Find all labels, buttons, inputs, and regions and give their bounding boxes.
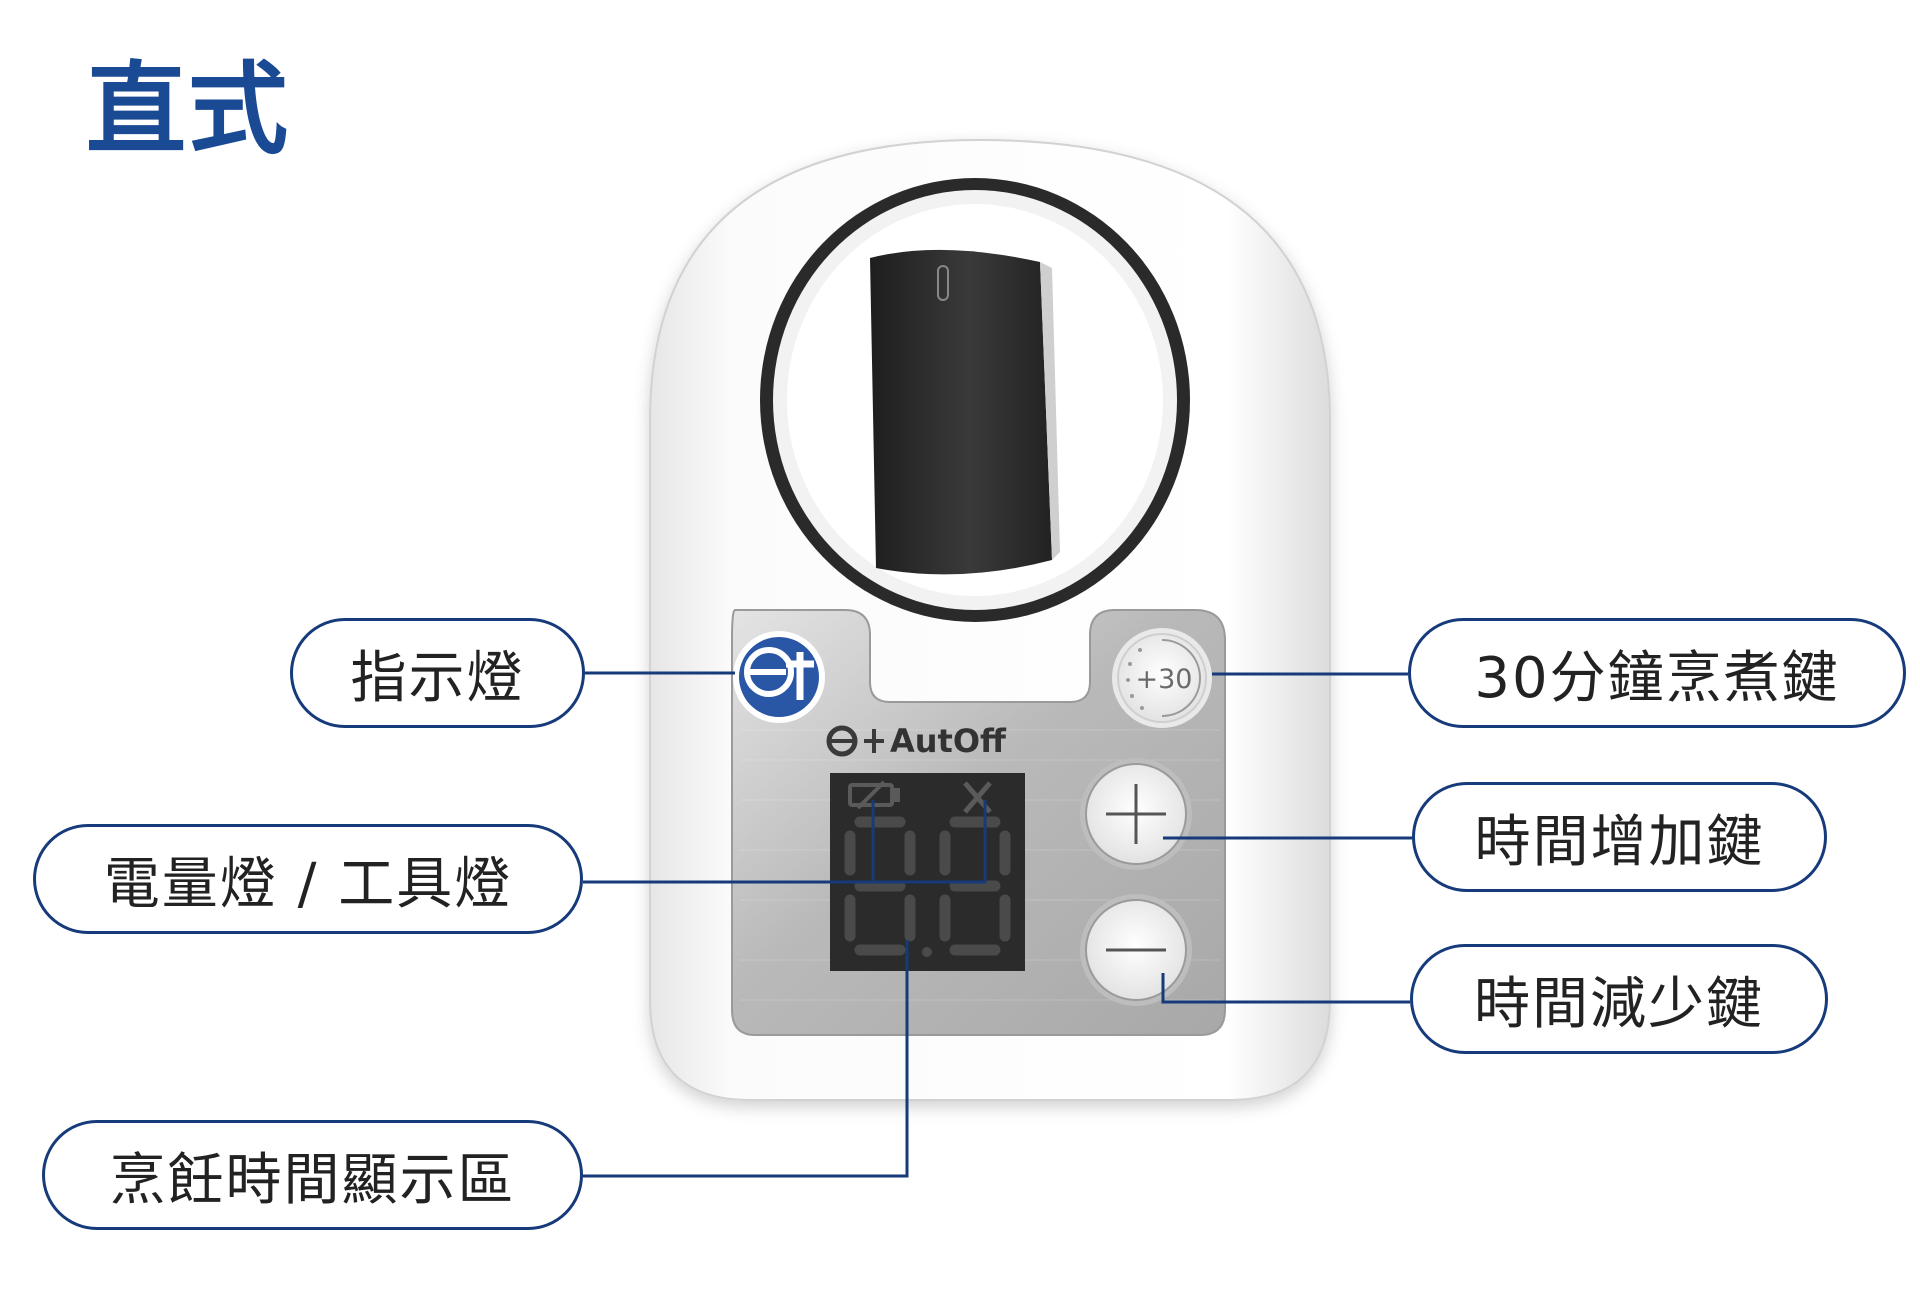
time-increase-button[interactable] [1080,758,1192,870]
indicator-light-logo [733,631,825,723]
seven-segment-digits [844,816,1011,956]
callout-battery-tool-light: 電量燈 / 工具燈 [33,824,583,934]
plus30-label: +30 [1136,664,1193,695]
plus30-button[interactable]: +30 [1112,628,1212,728]
callout-time-decrease-key: 時間減少鍵 [1410,944,1828,1054]
callout-cooking-time-display: 烹飪時間顯示區 [42,1120,583,1230]
connector-lines [583,671,1412,1178]
connector-battery-tool [583,800,987,884]
brand-label: AutOff [890,722,1007,760]
lcd-display [830,773,1025,971]
brand-logo: AutOff [826,722,1007,760]
page-title: 直式 [86,51,290,168]
callout-indicator-light: 指示燈 [290,618,585,728]
connector-display [583,940,909,1178]
callout-30min-cook-key: 30分鐘烹煮鍵 [1408,618,1906,728]
connector-decrease [1161,973,1410,1004]
control-knob[interactable] [760,178,1190,622]
decimal-point [922,947,932,957]
callout-time-increase-key: 時間增加鍵 [1412,782,1827,892]
time-decrease-button[interactable] [1080,894,1192,1006]
battery-icon [848,780,900,810]
